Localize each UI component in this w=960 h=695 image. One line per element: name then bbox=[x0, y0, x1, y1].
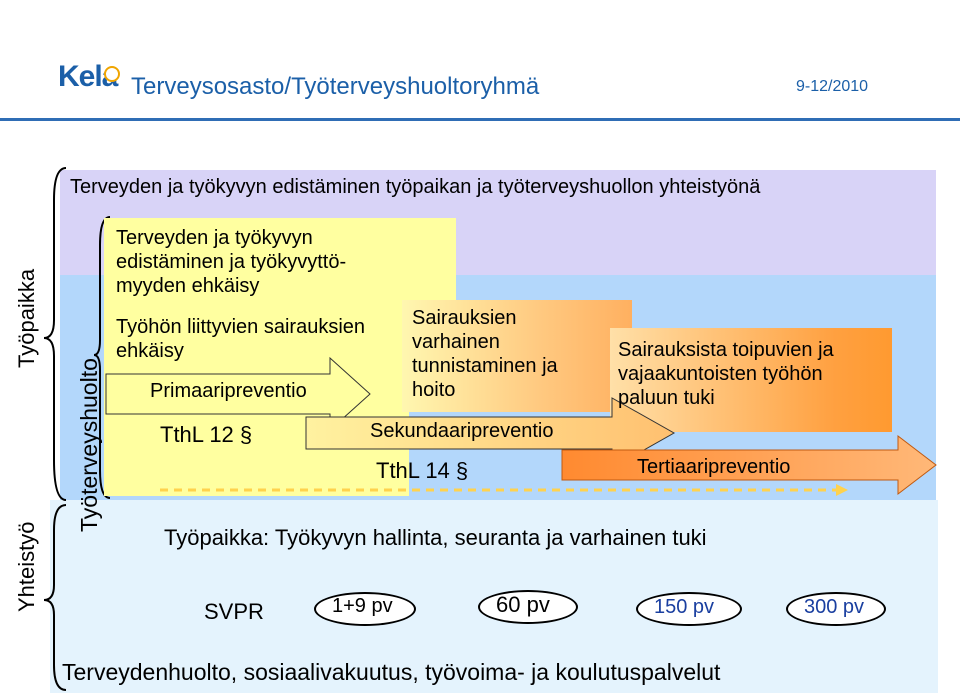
secondary-line: varhainen bbox=[412, 331, 500, 353]
secondary-line: tunnistaminen ja bbox=[412, 355, 558, 377]
header-date: 9-12/2010 bbox=[796, 78, 869, 95]
tertiary-line: Sairauksista toipuvien ja bbox=[618, 339, 834, 361]
secondary-line: Sairauksien bbox=[412, 307, 517, 329]
promotion-text: Terveyden ja työkyvyn edistäminen ja työ… bbox=[116, 226, 346, 298]
footer-services-line: Terveydenhuolto, sosiaalivakuutus, työvo… bbox=[62, 659, 721, 685]
milestone-label: 300 pv bbox=[804, 596, 865, 618]
prevention-line: Työhön liittyvien sairauksien bbox=[116, 316, 366, 338]
secondary-law-label: TthL 14 § bbox=[376, 458, 469, 483]
tertiary-prevention-label: Tertiaaripreventio bbox=[637, 456, 791, 478]
cooperation-brace-icon bbox=[43, 504, 67, 691]
main-title: Terveyden ja työkyvyn edistäminen työpai… bbox=[70, 176, 761, 198]
secondary-prevention-label: Sekundaaripreventio bbox=[370, 420, 554, 442]
header-divider bbox=[0, 118, 960, 121]
promotion-box bbox=[104, 218, 456, 304]
workplace-brace-icon bbox=[43, 167, 67, 501]
milestone-oval bbox=[636, 592, 742, 626]
secondary-prevention-text: Sairauksien varhainen tunnistaminen ja h… bbox=[412, 306, 558, 402]
secondary-prevention-box bbox=[402, 300, 632, 412]
primary-prevention-text: Työhön liittyvien sairauksien ehkäisy bbox=[116, 315, 365, 363]
header-title: Terveysosasto/Työterveyshuoltoryhmä bbox=[131, 73, 540, 100]
brace-icons bbox=[43, 167, 67, 691]
side-label-cooperation: Yhteistyö bbox=[14, 521, 39, 613]
milestone-oval bbox=[478, 590, 578, 624]
promotion-line: Terveyden ja työkyvyn bbox=[116, 227, 313, 249]
primary-prevention-label: Primaaripreventio bbox=[150, 380, 307, 402]
svpr-label: SVPR bbox=[204, 599, 264, 624]
header-bar bbox=[0, 0, 960, 120]
logo-mark-icon bbox=[104, 66, 120, 82]
primary-law-label: TthL 12 § bbox=[160, 422, 253, 447]
tertiary-line: paluun tuki bbox=[618, 387, 715, 409]
workplace-support-line: Työpaikka: Työkyvyn hallinta, seuranta j… bbox=[164, 525, 707, 550]
side-label-workplace: Työpaikka bbox=[14, 268, 39, 368]
milestone-oval bbox=[314, 592, 416, 626]
tertiary-prevention-text: Sairauksista toipuvien ja vajaakuntoiste… bbox=[618, 338, 834, 410]
milestone-label: 60 pv bbox=[496, 592, 550, 617]
milestone-label: 150 pv bbox=[654, 596, 715, 618]
promotion-line: myyden ehkäisy bbox=[116, 275, 260, 297]
milestone-oval bbox=[786, 592, 886, 626]
side-label-occupational-health: Työterveyshuolto bbox=[76, 358, 102, 532]
tertiary-line: vajaakuntoisten työhön bbox=[618, 363, 823, 385]
milestone-label: 1+9 pv bbox=[332, 595, 393, 617]
promotion-line: edistäminen ja työkyvyttö- bbox=[116, 251, 347, 273]
prevention-line: ehkäisy bbox=[116, 340, 184, 362]
occupational-brace-icon bbox=[93, 216, 111, 499]
secondary-line: hoito bbox=[412, 379, 456, 401]
